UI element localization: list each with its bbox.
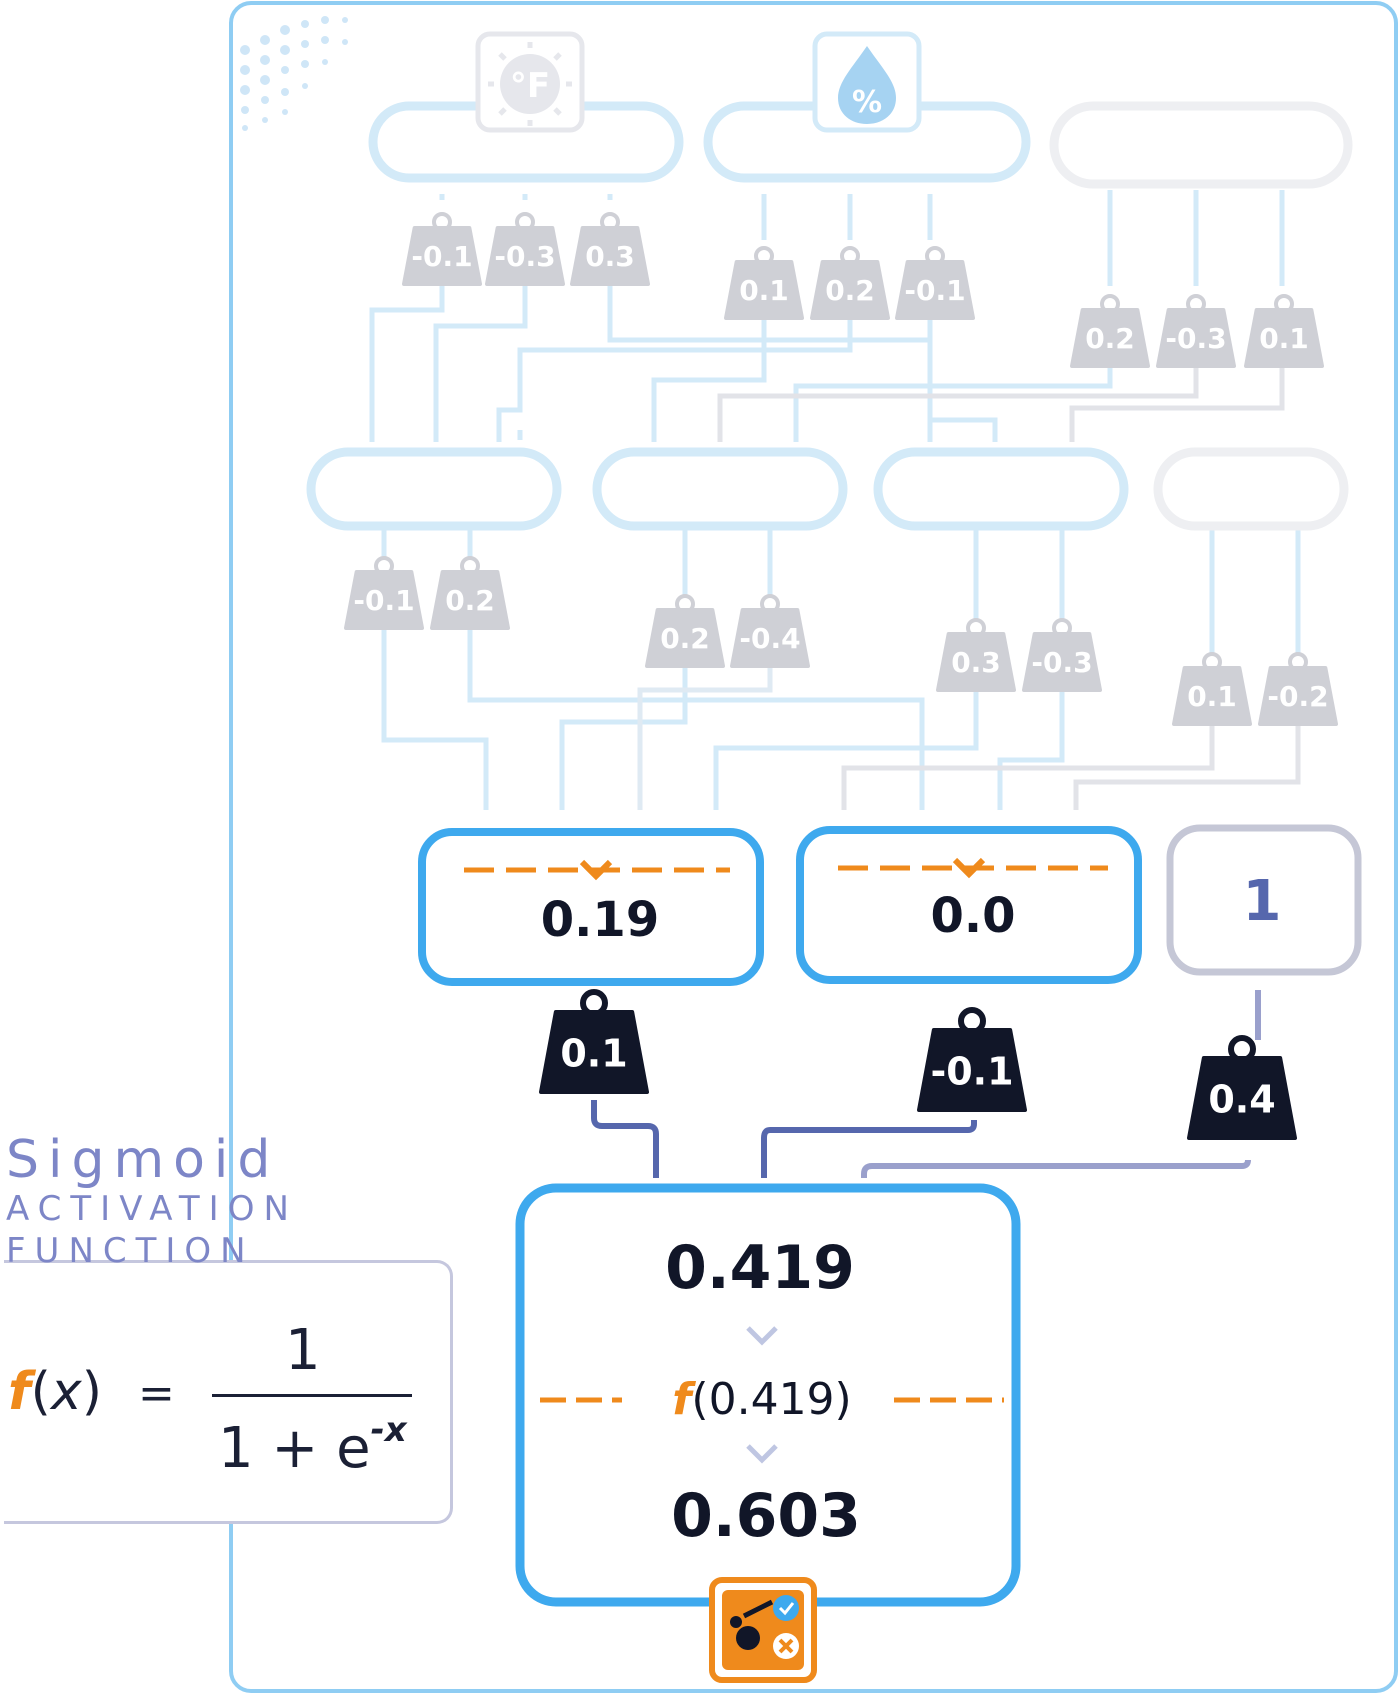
decision-check-cross-icon (709, 1577, 817, 1683)
formula-x: x (50, 1362, 82, 1422)
sigmoid-subtitle-2: FUNCTION (6, 1231, 255, 1271)
input-weights: -0.1 -0.3 0.3 0.1 0.2 -0.1 0.2 -0.3 0.1 (402, 212, 1324, 368)
formula-f: f (8, 1362, 31, 1422)
input-connectors (369, 190, 1285, 442)
hidden2-weight-1: 0.1 (539, 989, 649, 1094)
hidden1-weight-3-2-label: -0.3 (1031, 646, 1092, 679)
hidden1-weight-4-2-label: -0.2 (1267, 680, 1328, 713)
sigmoid-subtitle-1: ACTIVATION (6, 1189, 298, 1229)
thermometer-fahrenheit-icon: °F (488, 42, 572, 126)
svg-text:%: % (852, 85, 882, 120)
formula-open-paren: ( (30, 1362, 51, 1422)
hidden1-weight-2-1: 0.2 (645, 594, 725, 668)
formula-lhs: f(x) (8, 1362, 102, 1422)
hidden2-value-1: 0.19 (541, 892, 659, 948)
output-connectors (591, 990, 1261, 1178)
input-weight-2-1: 0.1 (724, 246, 804, 320)
input-weight-2-3-label: -0.1 (904, 274, 965, 307)
input-node-2: % (703, 31, 1031, 183)
output-value: 0.603 (671, 1481, 861, 1551)
svg-text:°F: °F (510, 66, 550, 106)
hidden2-weight-3: 0.4 (1187, 1035, 1297, 1140)
hidden1-weight-1-2: 0.2 (430, 556, 510, 630)
input-node-3 (1049, 101, 1353, 189)
hidden2-node-1: 0.19 (418, 828, 764, 986)
input-node-1: °F (368, 31, 684, 183)
hidden1-weight-3-1: 0.3 (936, 618, 1016, 692)
decorative-dots-top (240, 16, 348, 131)
hidden1-weights: -0.1 0.2 0.2 -0.4 0.3 -0.3 0.1 -0.2 (344, 556, 1338, 726)
input-weight-1-2: -0.3 (485, 212, 565, 286)
formula-denominator-base: 1 + e (218, 1416, 371, 1481)
hidden2-node-2: 0.0 (796, 826, 1142, 984)
formula-close-paren: ) (81, 1362, 102, 1422)
svg-text:f(0.419): f(0.419) (672, 1374, 851, 1425)
hidden1-weight-2-2: -0.4 (730, 594, 810, 668)
hidden1-weight-4-2: -0.2 (1258, 652, 1338, 726)
input-weight-1-3-label: 0.3 (585, 240, 635, 273)
hidden2-weight-2-label: -0.1 (930, 1049, 1013, 1093)
activation-call: (0.419) (691, 1374, 851, 1425)
input-weight-2-2-label: 0.2 (825, 274, 875, 307)
formula-exponent: -x (370, 1410, 407, 1450)
input-weight-2-1-label: 0.1 (739, 274, 789, 307)
input-weight-1-1-label: -0.1 (411, 240, 472, 273)
input-weight-3-2: -0.3 (1156, 294, 1236, 368)
hidden1-weight-4-1-label: 0.1 (1187, 680, 1237, 713)
weighted-sum-value: 0.419 (665, 1233, 855, 1303)
chevron-down-icon (746, 1444, 778, 1464)
hidden1-node-2 (592, 447, 848, 531)
sigmoid-formula-box (4, 1260, 453, 1524)
formula-equals: = (138, 1368, 175, 1419)
hidden2-value-2: 0.0 (930, 888, 1015, 944)
input-weight-3-3-label: 0.1 (1259, 322, 1309, 355)
output-node: 0.419 f(0.419) 0.603 (515, 1183, 1021, 1607)
sigmoid-panel-title: Sigmoid ACTIVATION FUNCTION (6, 1132, 298, 1272)
input-weight-2-3: -0.1 (895, 246, 975, 320)
hidden2-weight-2: -0.1 (917, 1007, 1027, 1112)
input-weight-3-3: 0.1 (1244, 294, 1324, 368)
hidden1-weight-2-2-label: -0.4 (739, 622, 800, 655)
hidden2-weight-1-label: 0.1 (560, 1031, 627, 1075)
hidden1-weight-3-2: -0.3 (1022, 618, 1102, 692)
sigmoid-title: Sigmoid (6, 1130, 280, 1190)
hidden1-connectors (381, 530, 1301, 810)
hidden1-node-4 (1153, 447, 1349, 531)
input-weight-1-3: 0.3 (570, 212, 650, 286)
humidity-percent-icon: % (838, 46, 896, 124)
hidden1-weight-2-1-label: 0.2 (660, 622, 710, 655)
network-frame (229, 1, 1398, 1693)
hidden1-weight-3-1-label: 0.3 (951, 646, 1001, 679)
input-weight-1-1: -0.1 (402, 212, 482, 286)
hidden1-node-3 (873, 447, 1129, 531)
chevron-down-icon (746, 1326, 778, 1346)
hidden2-weight-3-label: 0.4 (1208, 1077, 1275, 1121)
input-weight-1-2-label: -0.3 (494, 240, 555, 273)
formula-fraction-bar (212, 1394, 412, 1397)
formula-numerator: 1 (285, 1318, 321, 1383)
formula-denominator: 1 + e-x (218, 1410, 407, 1481)
input-weight-3-2-label: -0.3 (1165, 322, 1226, 355)
input-weight-3-1-label: 0.2 (1085, 322, 1135, 355)
input-weight-3-1: 0.2 (1070, 294, 1150, 368)
hidden1-node-1 (306, 447, 562, 531)
input-weight-2-2: 0.2 (810, 246, 890, 320)
bias-node: 1 (1166, 824, 1362, 976)
hidden1-weight-1-1-label: -0.1 (353, 584, 414, 617)
hidden2-weights: 0.1 -0.1 0.4 (539, 989, 1297, 1140)
hidden1-weight-1-1: -0.1 (344, 556, 424, 630)
hidden1-weight-4-1: 0.1 (1172, 652, 1252, 726)
hidden1-weight-1-2-label: 0.2 (445, 584, 495, 617)
bias-value: 1 (1243, 869, 1282, 934)
